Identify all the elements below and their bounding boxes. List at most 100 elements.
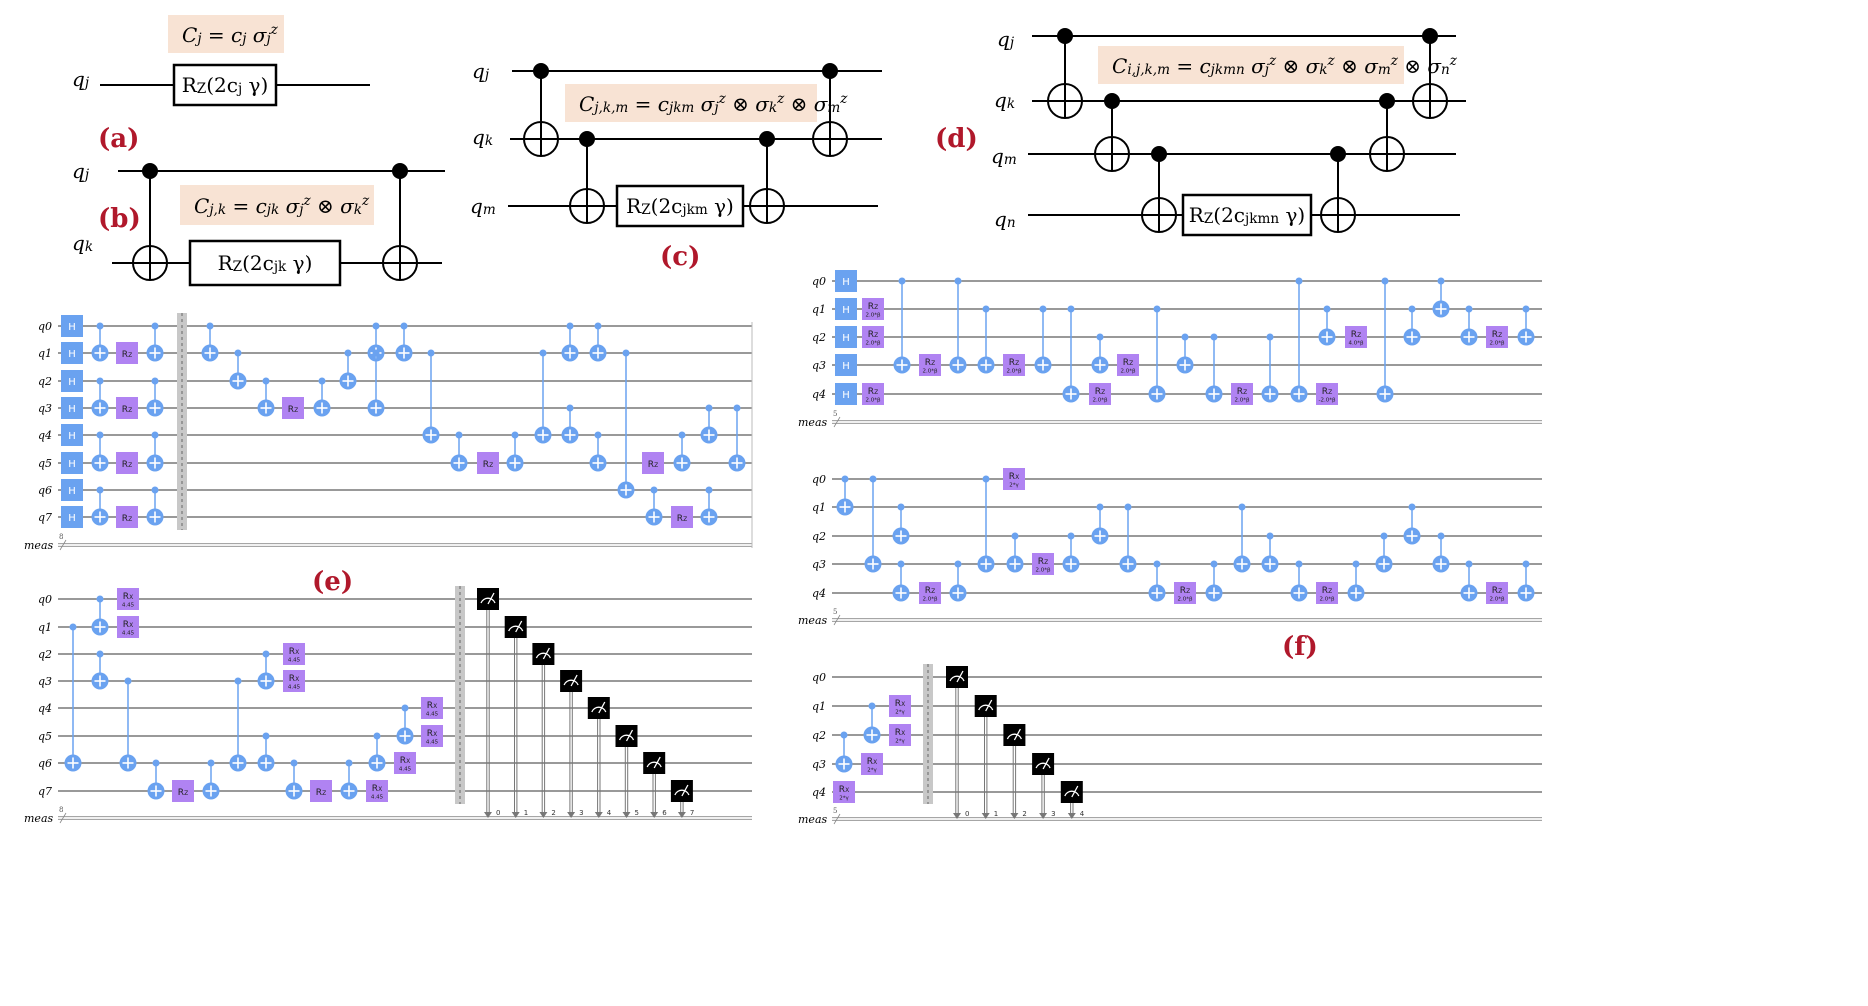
f-cnot-b19-target — [1460, 584, 1478, 602]
f-rz-init-1-label: RZ — [868, 302, 878, 312]
f-h-gate-3-label: H — [842, 361, 850, 372]
e-top-qubit-label: q2 — [38, 375, 52, 388]
f-measure-3-arc — [1035, 762, 1051, 769]
f-cnot-b6-control — [1011, 532, 1019, 540]
e-rz-b2 — [642, 452, 664, 474]
e-rx-4-param: 4.45 — [426, 712, 439, 718]
rz-gate-b — [188, 239, 342, 287]
f-mid-qubit-label: q3 — [812, 558, 826, 571]
f-rz-init-2-label: RZ — [868, 330, 878, 340]
qubit-label-c-qk: qk — [472, 125, 493, 150]
f-rz-a4 — [1231, 383, 1253, 405]
e-cnot-c24-target — [728, 454, 746, 472]
f-cnot-a10-control — [1295, 277, 1303, 285]
f-cnot-a1-target — [949, 356, 967, 374]
e-cnot-c4-target — [313, 399, 331, 417]
f-cnot-b14-target — [1290, 584, 1308, 602]
f-cnot-c0-target — [835, 755, 853, 773]
f-rz-a1-label: RZ — [1009, 358, 1019, 368]
formula-a — [168, 15, 284, 53]
f-mid-classical-slash — [833, 614, 841, 626]
f-h-gate-2 — [835, 326, 857, 348]
f-cnot-a0-target — [893, 356, 911, 374]
e-measure-7-needle — [681, 784, 689, 797]
f-cnot-a8-control — [1210, 333, 1218, 341]
f-rz-b1-label: RZ — [1038, 557, 1048, 567]
cnot-c1-control — [533, 63, 549, 79]
e-measure-0 — [477, 588, 499, 610]
formula-c-text: Cj,k,m = cjkm σjz ⊗ σkz ⊗ σmz — [579, 91, 848, 116]
f-top-qubit-label: q0 — [812, 275, 826, 288]
e-cnot-c19-target — [645, 508, 663, 526]
f-rz-a0 — [919, 354, 941, 376]
f-measure-1-arrow — [981, 813, 990, 819]
e-cnot-d9-control — [290, 759, 298, 767]
e-h-gate-7 — [61, 506, 83, 528]
e-measure-7-arrow — [677, 812, 686, 818]
e-measure-6-arrow — [650, 812, 659, 818]
f-cnot-b14-control — [1295, 560, 1303, 568]
f-rx-c1-label: RX — [895, 699, 905, 709]
e-cnot-a3-target — [91, 508, 109, 526]
e-rx-3-param: 4.45 — [288, 685, 301, 691]
e-measure-2-bit: 2 — [551, 809, 555, 817]
formula-a-text: Cj = cj σjz — [182, 22, 279, 47]
formula-d-text: Ci,j,k,m = cjkmn σjz ⊗ σkz ⊗ σmz ⊗ σnz — [1112, 53, 1458, 78]
f-rz-b4-param: 2.0*β — [1489, 597, 1504, 603]
e-cnot-c12-control — [511, 431, 519, 439]
cnot-c3-target — [749, 188, 785, 224]
f-cnot-a4-control — [1067, 305, 1075, 313]
f-rz-a6 — [1345, 326, 1367, 348]
f-rz-init-2 — [862, 326, 884, 348]
e-measure-3-arrow — [567, 812, 576, 818]
f-cnot-a12-control — [1381, 277, 1389, 285]
e-rx-5-param: 4.45 — [426, 740, 439, 746]
f-measure-1-bit: 1 — [994, 810, 998, 818]
qubit-label-b-qj: qj — [72, 159, 90, 184]
e-h-gate-3-label: H — [68, 404, 76, 415]
e-h-gate-3 — [61, 397, 83, 419]
f-cnot-b0-control — [841, 475, 849, 483]
f-measure-2-bit: 2 — [1022, 810, 1026, 818]
f-rz-b3-param: 2.0*β — [1319, 597, 1334, 603]
e-cnot-c23-target — [700, 426, 718, 444]
rz-gate-a-label: RZ(2cj γ) — [182, 73, 269, 98]
f-mid-qubit-label: q4 — [812, 587, 826, 600]
e-bot-qubit-label: q0 — [38, 593, 52, 606]
e-rx-3-label: RX — [289, 674, 299, 684]
f-measure-1-arc — [978, 704, 994, 711]
f-cnot-b12-target — [1233, 555, 1251, 573]
qubit-label-c-qm: qm — [470, 194, 496, 219]
f-bot-classical-slash — [833, 813, 841, 825]
qubit-label-b-qk: qk — [72, 231, 93, 256]
e-cnot-c9-control — [427, 349, 435, 357]
e-rz-c1 — [310, 780, 332, 802]
f-cnot-b8-target — [1091, 527, 1109, 545]
qubit-label-d-qm: qm — [991, 144, 1017, 169]
e-cnot-b1-target — [146, 399, 164, 417]
e-measure-3 — [560, 670, 583, 692]
f-rz-b2-label: RZ — [1180, 586, 1190, 596]
e-rz-a3-label: RZ — [122, 514, 132, 524]
e-h-gate-4-label: H — [68, 431, 76, 442]
f-cnot-a3-target — [1034, 356, 1052, 374]
f-h-gate-4-label: H — [842, 390, 850, 401]
e-cnot-b3-target — [146, 508, 164, 526]
e-h-gate-0 — [61, 315, 83, 337]
f-rx-b0-param: 2*γ — [1009, 483, 1019, 489]
e-rz-b0-label: RZ — [288, 405, 298, 415]
f-rz-a3 — [1117, 354, 1139, 376]
e-cnot-d2-target — [91, 672, 109, 690]
e-cnot-c2-target — [257, 399, 275, 417]
e-rx-4 — [421, 697, 443, 719]
e-cnot-a1-control — [96, 377, 104, 385]
e-cnot-d12-control — [401, 704, 409, 712]
cnot-d5-target — [1369, 136, 1405, 172]
e-measure-3-bit: 3 — [579, 809, 583, 817]
f-cnot-b11-control — [1210, 560, 1218, 568]
e-cnot-b3-control — [151, 486, 159, 494]
e-h-gate-2-label: H — [68, 377, 76, 388]
f-cnot-b5-control — [982, 475, 990, 483]
e-h-gate-1-label: H — [68, 349, 76, 360]
f-rz-a3-param: 2.0*β — [1120, 369, 1135, 375]
